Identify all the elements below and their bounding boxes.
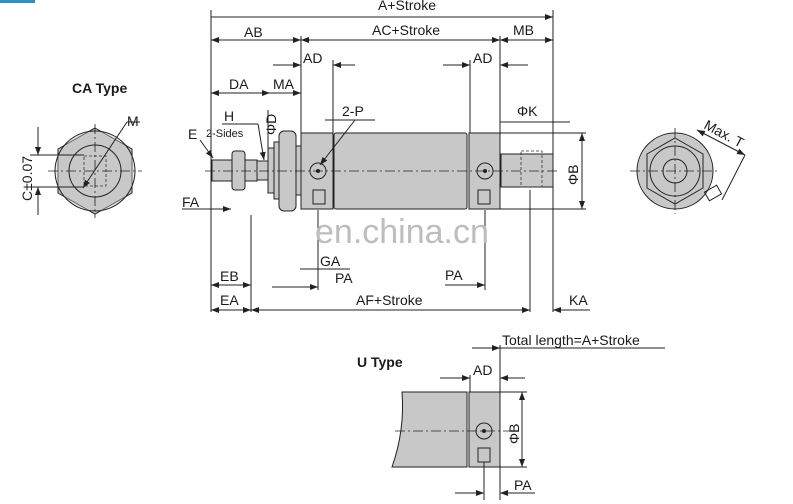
cylinder-side-view xyxy=(205,130,560,212)
label-da: DA xyxy=(229,76,249,92)
label-2p: 2-P xyxy=(342,103,364,119)
ca-type-end-view xyxy=(30,121,142,218)
label-ea: EA xyxy=(220,292,239,308)
label-ac-stroke: AC+Stroke xyxy=(372,22,440,38)
label-total-length: Total length=A+Stroke xyxy=(502,332,640,348)
label-u-ad: AD xyxy=(473,362,492,378)
label-pa-front: PA xyxy=(335,270,353,286)
label-pa-rear: PA xyxy=(445,267,463,283)
label-phi-b: ΦB xyxy=(565,164,581,185)
ca-type-title: CA Type xyxy=(72,80,127,96)
label-af-stroke: AF+Stroke xyxy=(356,292,423,308)
u-type-title: U Type xyxy=(357,354,403,370)
label-c-tolerance: C±0.07 xyxy=(19,156,35,201)
label-mb: MB xyxy=(513,22,534,38)
accent-bar xyxy=(0,0,35,3)
label-phi-k: ΦK xyxy=(517,103,538,119)
label-e: E xyxy=(188,126,197,142)
label-ad-rear: AD xyxy=(473,50,492,66)
label-u-phi-b: ΦB xyxy=(506,423,522,444)
label-max-t: Max. T xyxy=(702,117,747,151)
label-eb: EB xyxy=(220,268,239,284)
label-ga: GA xyxy=(320,253,341,269)
dimension-lines xyxy=(182,10,590,313)
label-a-stroke: A+Stroke xyxy=(378,0,436,13)
label-h: H xyxy=(224,108,234,124)
label-ab: AB xyxy=(244,24,263,40)
label-fa: FA xyxy=(182,194,200,210)
label-2-sides: 2-Sides xyxy=(206,128,244,140)
label-u-pa: PA xyxy=(514,477,532,493)
watermark: en.china.cn xyxy=(315,213,489,251)
label-ka: KA xyxy=(569,292,588,308)
label-ma: MA xyxy=(273,76,295,92)
rear-end-view xyxy=(630,128,746,214)
label-m: M xyxy=(127,113,139,129)
u-type-view xyxy=(391,345,665,500)
label-phi-d: ΦD xyxy=(263,114,279,135)
label-ad-front: AD xyxy=(303,50,322,66)
